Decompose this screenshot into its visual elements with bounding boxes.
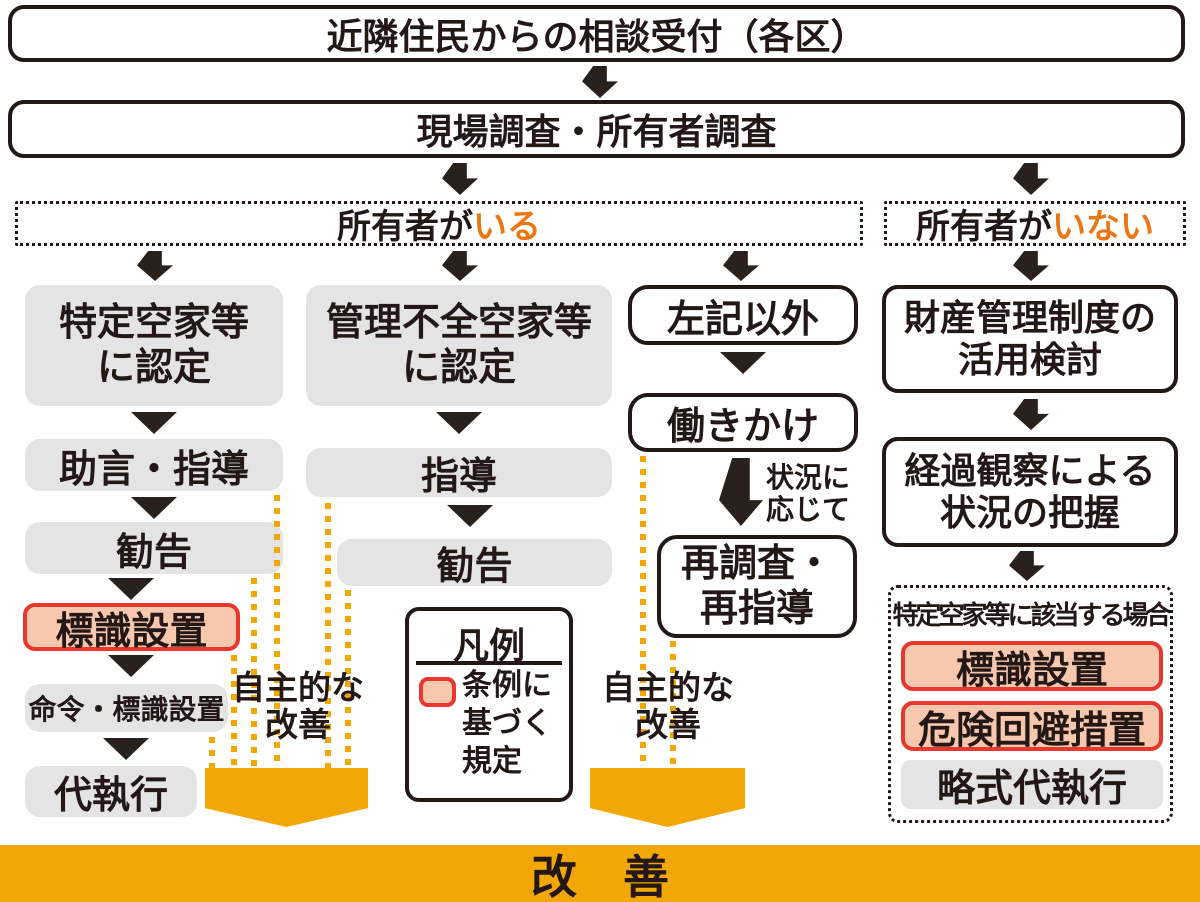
col1-advice-label: 助言・指導 [58, 448, 249, 491]
triangle-down-icon [131, 497, 177, 519]
col4-property-line2: 活用検討 [957, 339, 1102, 380]
dotted-line [209, 737, 215, 768]
triangle-down-icon [447, 505, 493, 527]
triangle-down-icon [108, 578, 154, 600]
col3-box-outreach: 働きかけ [628, 393, 858, 452]
down-arrow-icon [723, 251, 759, 281]
col3-box-reinvestigation: 再調査・ 再指導 [657, 535, 857, 638]
col2-guidance-label: 指導 [420, 456, 497, 498]
legend-box: 凡例 条例に 基づく 規定 [405, 607, 573, 802]
col1-order-sign-label: 命令・標識設置 [28, 694, 225, 725]
dotted-line [640, 456, 646, 768]
dotted-line [345, 590, 351, 768]
legend-item-line3: 規定 [462, 745, 522, 779]
branch-owner-present: 所有者がいる [15, 201, 863, 246]
col1-box-advice: 助言・指導 [25, 439, 283, 491]
col4-sign-placement-label: 標識設置 [955, 649, 1108, 692]
box-survey-label: 現場調査・所有者調査 [416, 111, 777, 152]
col2-box-recommendation: 勧告 [337, 539, 612, 588]
box-consultation-label: 近隣住民からの相談受付（各区） [326, 15, 867, 57]
col3-reinvestigation-line1: 再調査・ [680, 542, 833, 585]
col1-designation-line1: 特定空家等 [58, 301, 249, 344]
improvement-banner-label: 改 善 [531, 850, 669, 902]
branch-owner-absent-prefix: 所有者が [916, 208, 1052, 246]
big-orange-arrow-icon [205, 768, 368, 827]
legend-item-line2: 基づく [462, 707, 552, 741]
box-survey: 現場調査・所有者調査 [8, 100, 1185, 158]
col3-reinvestigation-line2: 再指導 [699, 587, 814, 630]
col4-observation-line2: 状況の把握 [939, 492, 1120, 533]
dotted-line [274, 495, 280, 768]
legend-item-line1: 条例に [462, 669, 552, 702]
triangle-down-icon [131, 412, 177, 434]
col1-recommendation-label: 勧告 [115, 531, 192, 574]
branch-owner-absent: 所有者がいない [884, 201, 1186, 246]
col2-designation-line2: に認定 [401, 346, 516, 389]
voluntary-line1: 自主的な [232, 669, 364, 706]
col4-box-summary-execution: 略式代執行 [901, 760, 1163, 810]
col4-observation-line1: 経過観察による [904, 449, 1156, 491]
col4-box-sign-placement: 標識設置 [901, 641, 1163, 692]
dotted-line [231, 655, 237, 768]
voluntary-improvement-label-1: 自主的な 改善 [228, 669, 368, 744]
col4-hazard-avoidance-label: 危険回避措置 [917, 709, 1146, 752]
box-consultation: 近隣住民からの相談受付（各区） [8, 5, 1185, 62]
legend-pink-swatch-icon [419, 677, 456, 707]
col1-designation-line2: に認定 [96, 346, 211, 389]
col1-box-execution: 代執行 [25, 766, 197, 817]
col2-box-guidance: 指導 [306, 448, 612, 498]
col1-box-designation: 特定空家等 に認定 [25, 285, 283, 406]
col4-dotted-title: 特定空家等に該当する場合 [892, 600, 1171, 630]
voluntary-line2: 改善 [265, 705, 331, 743]
down-arrow-icon [1013, 399, 1049, 430]
down-arrow-icon [442, 163, 478, 195]
down-arrow-icon [137, 251, 173, 281]
col1-execution-label: 代執行 [53, 775, 168, 817]
down-arrow-icon [1013, 163, 1049, 195]
col4-box-observation: 経過観察による 状況の把握 [882, 437, 1178, 547]
branch-owner-present-prefix: 所有者が [337, 208, 473, 246]
branch-owner-present-highlight: いる [473, 208, 541, 246]
triangle-down-icon [108, 655, 154, 677]
col1-box-sign-placement: 標識設置 [23, 603, 240, 653]
col3-annotation-line1: 状況に [766, 462, 851, 493]
dotted-line [325, 503, 331, 768]
col4-summary-execution-label: 略式代執行 [936, 768, 1127, 810]
voluntary-line1: 自主的な [602, 669, 734, 706]
down-arrow-icon [582, 66, 618, 98]
col1-box-order-sign: 命令・標識設置 [25, 684, 228, 732]
triangle-down-icon [720, 352, 766, 374]
branch-owner-absent-highlight: いない [1052, 208, 1154, 246]
dotted-line [251, 578, 257, 768]
legend-title: 凡例 [452, 625, 525, 666]
col2-box-designation: 管理不全空家等 に認定 [306, 285, 612, 406]
col2-recommendation-label: 勧告 [436, 546, 513, 588]
big-orange-arrow-icon [590, 768, 745, 827]
thick-down-arrow-icon [719, 458, 763, 526]
triangle-down-icon [436, 412, 482, 434]
improvement-banner: 改 善 [0, 845, 1200, 902]
triangle-down-icon [103, 738, 149, 760]
col1-box-recommendation: 勧告 [25, 522, 283, 574]
legend-item: 条例に 基づく 規定 [462, 667, 552, 781]
down-arrow-icon [1013, 251, 1049, 281]
down-arrow-icon [1009, 551, 1045, 581]
col4-box-property: 財産管理制度の 活用検討 [882, 285, 1178, 393]
legend-divider [416, 661, 562, 665]
col4-box-hazard-avoidance: 危険回避措置 [901, 701, 1163, 752]
voluntary-line2: 改善 [635, 705, 701, 743]
dotted-line [670, 641, 676, 768]
down-arrow-icon [442, 251, 478, 281]
col3-annotation: 状況に 応じて [766, 462, 850, 526]
col3-other-label: 左記以外 [666, 298, 819, 341]
col3-outreach-label: 働きかけ [666, 406, 819, 448]
col2-designation-line1: 管理不全空家等 [325, 301, 592, 344]
col4-property-line1: 財産管理制度の [903, 296, 1156, 338]
col1-sign-placement-label: 標識設置 [55, 610, 208, 653]
voluntary-improvement-label-2: 自主的な 改善 [598, 669, 738, 744]
col3-box-other: 左記以外 [628, 285, 858, 345]
col3-annotation-line2: 応じて [766, 494, 851, 526]
